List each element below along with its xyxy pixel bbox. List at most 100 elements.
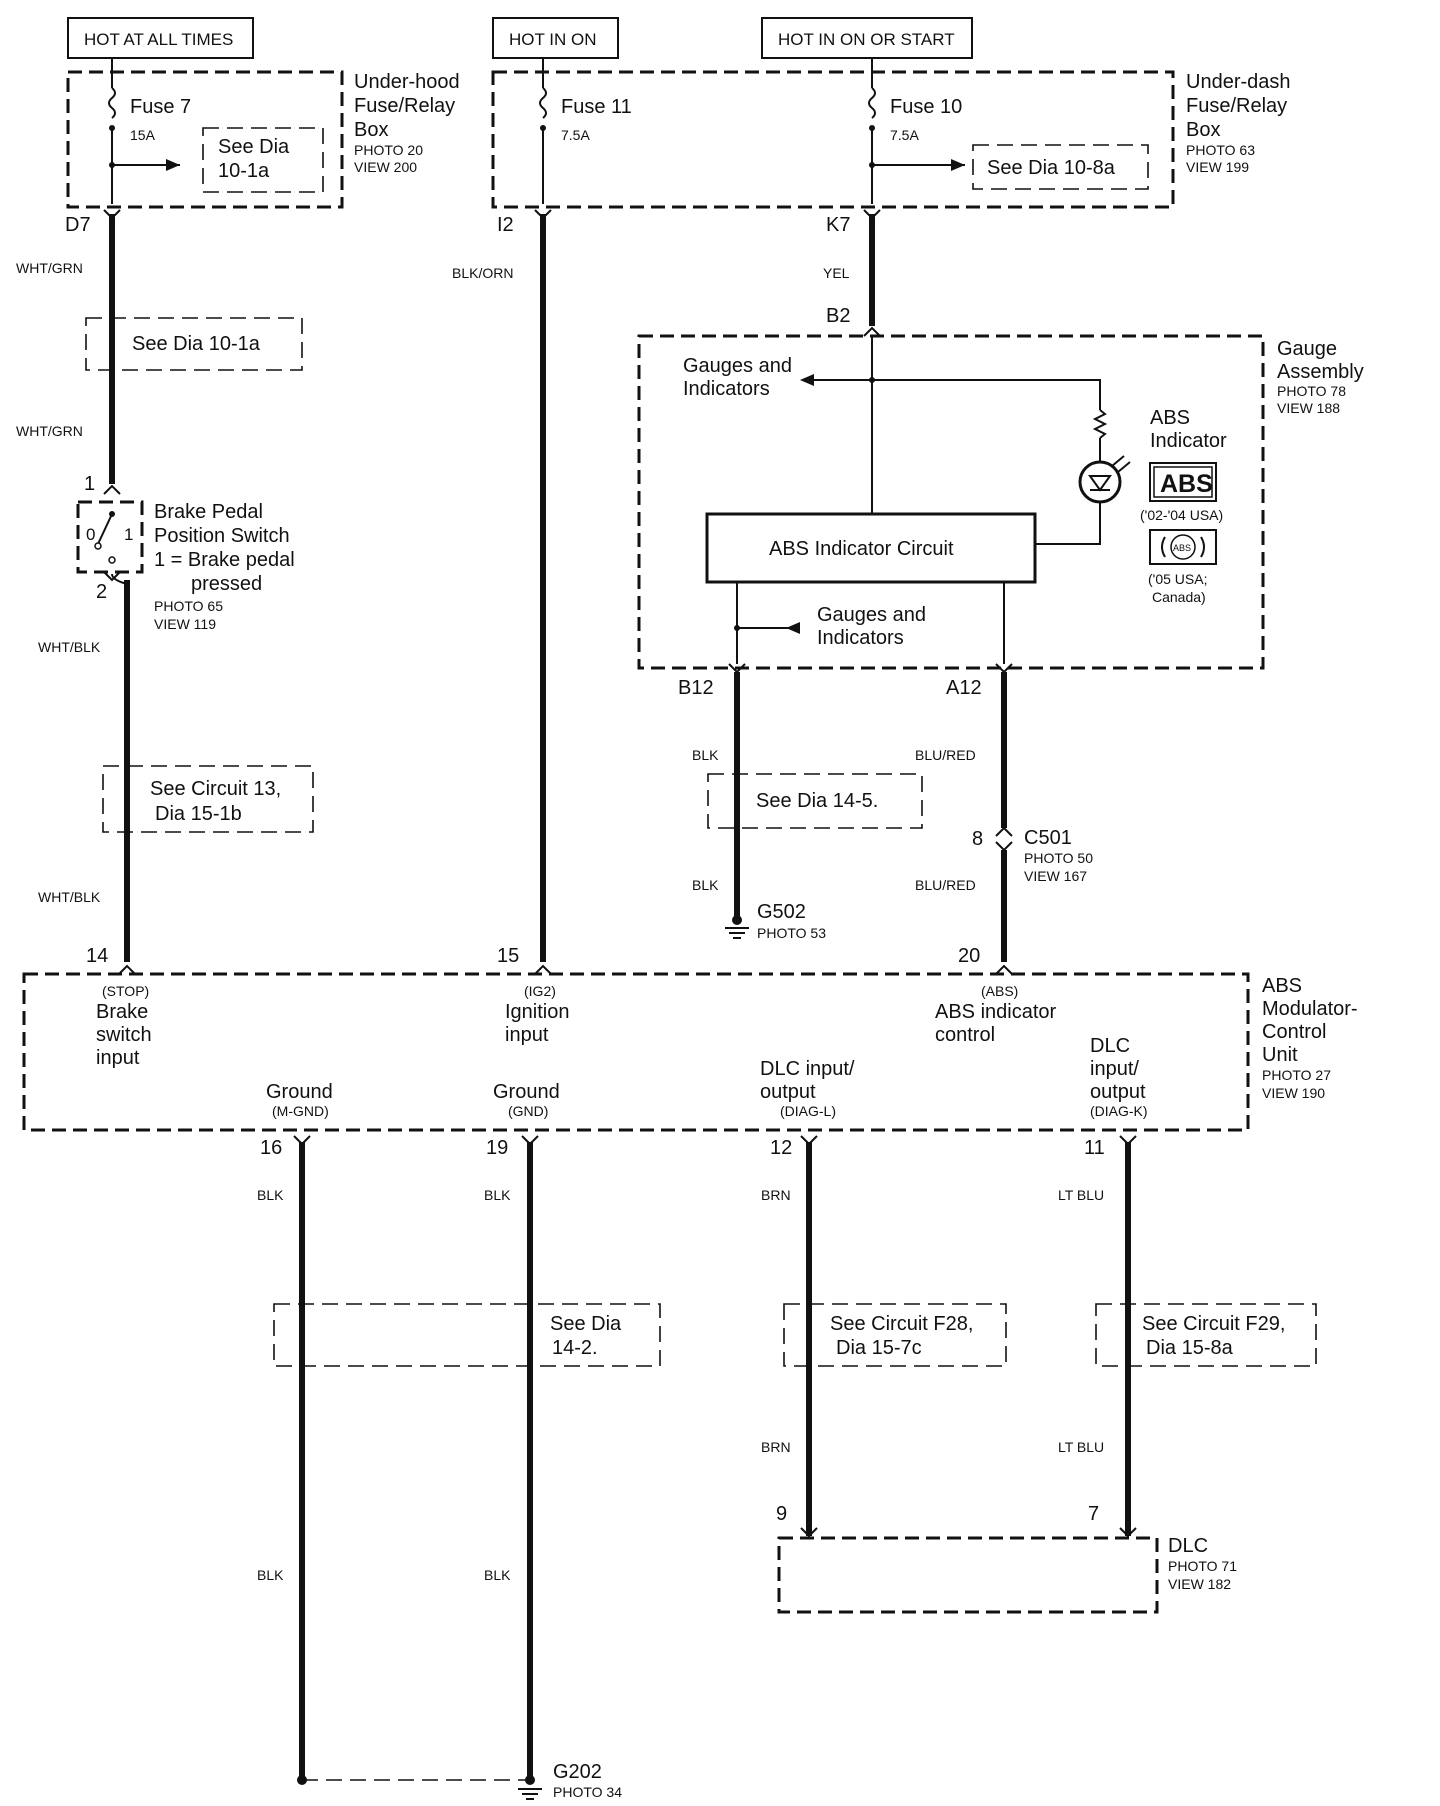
fuse-7-label: Fuse 7 [130,96,191,118]
wire-color-label: BLU/RED [915,877,976,893]
box-title: Under-dash [1186,71,1291,93]
power-label-text: HOT AT ALL TIMES [84,30,233,49]
signal-label: input [505,1024,549,1046]
resistor-icon [1092,409,1108,439]
signal-code: (STOP) [102,983,149,999]
switch-position-label: 1 [124,525,133,544]
box-title: Fuse/Relay [354,95,455,117]
wire-color-label: YEL [823,265,850,281]
arrow-right-icon [166,159,180,171]
photo-ref: PHOTO 34 [553,1784,622,1800]
wire-color-label: LT BLU [1058,1187,1104,1203]
dlc-connector: 9 7 DLC PHOTO 71 VIEW 182 [776,1503,1237,1614]
photo-ref: PHOTO 71 [1168,1558,1237,1574]
power-label-hot-at-all-times: HOT AT ALL TIMES [67,17,254,59]
wire-color-label: BRN [761,1439,791,1455]
brake-pedal-position-switch: 1 0 1 2 Brake Pedal Position Switch 1 = … [76,473,295,632]
signal-code: (M-GND) [272,1103,329,1119]
wire-color-label: BLK [257,1187,284,1203]
pin-label: 11 [1084,1137,1105,1159]
abs-indicator-title: ABS [1150,407,1190,429]
view-ref: VIEW 200 [354,159,417,175]
terminal-label: K7 [826,214,850,236]
wire-color-label: WHT/GRN [16,260,83,276]
reference-see-circuit-f29: See Circuit F29, Dia 15-8a [1095,1303,1317,1367]
reference-see-dia-14-5: See Dia 14-5. [707,773,923,829]
ground-label: G202 [553,1761,602,1783]
gauge-title: Gauge [1277,338,1337,360]
fuse-11-rating: 7.5A [561,127,590,143]
terminal-label: D7 [65,214,91,236]
unit-title: Modulator- [1262,998,1358,1020]
signal-label: DLC [1090,1035,1130,1057]
abs-badge-note: ('02-'04 USA) [1140,507,1223,523]
ground-g502-icon [725,915,749,939]
signal-label: Ignition [505,1001,570,1023]
arrow-left-icon [786,622,800,634]
fuse-7-rating: 15A [130,127,156,143]
reference-see-dia-14-2: See Dia 14-2. [273,1303,661,1367]
signal-label: control [935,1024,995,1046]
wire-color-label: LT BLU [1058,1439,1104,1455]
photo-ref: PHOTO 65 [154,598,223,614]
pin-label: 1 [84,473,95,495]
unit-title: ABS [1262,975,1302,997]
view-ref: VIEW 190 [1262,1085,1325,1101]
signal-label: switch [96,1024,152,1046]
power-label-hot-in-on-or-start: HOT IN ON OR START [761,17,973,59]
fuse-10-label: Fuse 10 [890,96,962,118]
connector-label: C501 [1024,827,1072,849]
svg-text:See Circuit F28,: See Circuit F28, [830,1313,973,1335]
abs-indicator-title: Indicator [1150,430,1227,452]
abs-badge-icon: ABS [1149,462,1217,502]
wire-color-label: WHT/GRN [16,423,83,439]
wire-color-label: BLK [257,1567,284,1583]
abs-circle-note: Canada) [1152,589,1206,605]
underdash-fuse-relay-box: Fuse 11 7.5A Fuse 10 7.5A See Dia 10-8a … [491,58,1291,236]
connector-c501-icon [995,826,1013,852]
reference-see-dia-10-1a: See Dia 10-1a [85,317,303,371]
svg-text:ABS: ABS [1173,543,1191,553]
ground-icon [518,1788,542,1800]
pin-label: 19 [486,1137,508,1159]
view-ref: VIEW 182 [1168,1576,1231,1592]
pin-label: 16 [260,1137,282,1159]
abs-circle-note: ('05 USA; [1148,571,1207,587]
connector-pin-label: 8 [972,828,983,850]
gauge-title: Assembly [1277,361,1364,383]
signal-label: output [1090,1081,1146,1103]
pin-label: 7 [1088,1503,1099,1525]
component-title: Position Switch [154,525,290,547]
component-note: 1 = Brake pedal [154,549,295,571]
ref-dia-number: 10-1a [218,160,270,182]
component-title: Brake Pedal [154,501,263,523]
wire-color-label: WHT/BLK [38,639,101,655]
power-label-text: HOT IN ON OR START [778,30,955,49]
signal-code: (GND) [508,1103,548,1119]
wire-color-label: BLK [484,1187,511,1203]
view-ref: VIEW 119 [154,616,216,632]
signal-label: output [760,1081,816,1103]
signal-code: (IG2) [524,983,556,999]
gauges-indicators-label: Gauges and [683,355,792,377]
box-title: Under-hood [354,71,460,93]
signal-code: (DIAG-K) [1090,1103,1148,1119]
dlc-label: DLC [1168,1535,1208,1557]
svg-text:Dia 15-7c: Dia 15-7c [836,1337,922,1359]
fuse-7-symbol [108,87,116,119]
photo-ref: PHOTO 78 [1277,383,1346,399]
power-label-text: HOT IN ON [509,30,597,49]
component-note: pressed [191,573,262,595]
pin-label: 9 [776,1503,787,1525]
photo-ref: PHOTO 53 [757,925,826,941]
gauges-indicators-label: Indicators [817,627,904,649]
svg-text:14-2.: 14-2. [552,1337,598,1359]
box-title: Fuse/Relay [1186,95,1287,117]
signal-label: Ground [266,1081,333,1103]
svg-text:See Dia 10-1a: See Dia 10-1a [132,333,261,355]
ground-g202: G202 PHOTO 34 [297,1761,622,1800]
ref-see-dia-label: See Dia 10-8a [987,157,1116,179]
power-label-hot-in-on: HOT IN ON [492,17,619,59]
unit-title: Unit [1262,1044,1298,1066]
pin-label: 20 [958,945,980,967]
